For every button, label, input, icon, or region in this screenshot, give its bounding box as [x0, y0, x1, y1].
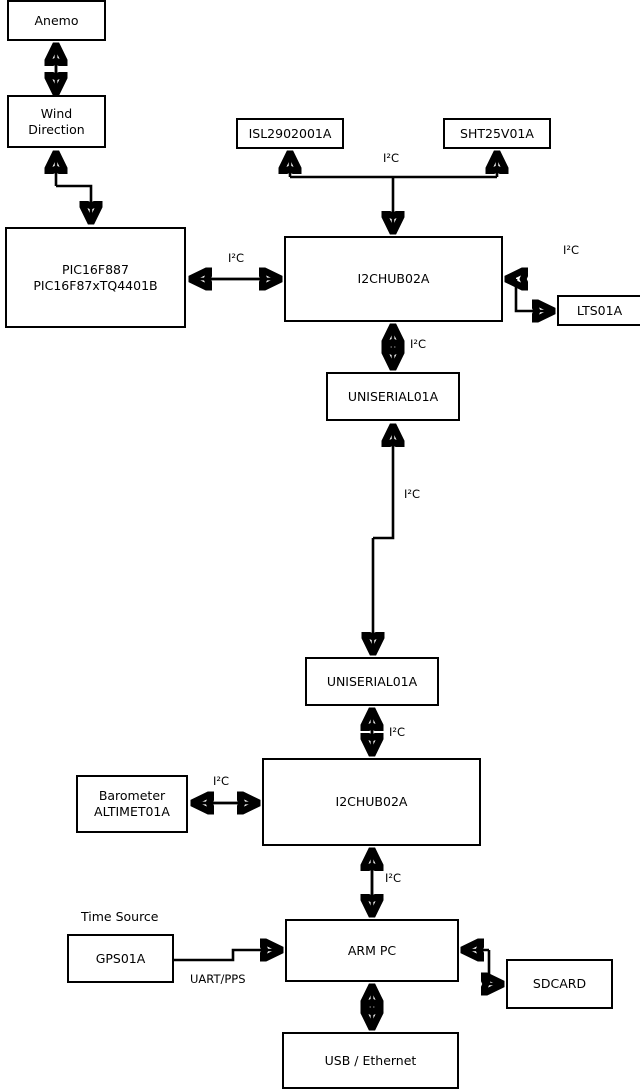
- edge-label-i2c-pic-hub: I²C: [228, 251, 245, 265]
- edge-label-i2c-uniserial-hub: I²C: [389, 725, 406, 739]
- node-pic-mcu[interactable]: PIC16F887 PIC16F87xTQ4401B: [5, 227, 186, 328]
- edge-label-uart-pps: UART/PPS: [190, 972, 246, 986]
- node-sdcard[interactable]: SDCARD: [506, 959, 613, 1009]
- edge-label-i2c-hub-uniserial: I²C: [410, 337, 427, 351]
- edge-label-i2c-hub-lts: I²C: [563, 243, 580, 257]
- node-uniserial01a-bottom[interactable]: UNISERIAL01A: [305, 657, 439, 706]
- label-time-source: Time Source: [81, 909, 159, 924]
- wire-hub-to-lts: [514, 279, 552, 311]
- node-gps01a[interactable]: GPS01A: [67, 934, 174, 983]
- node-anemo[interactable]: Anemo: [7, 0, 106, 41]
- node-wind-direction[interactable]: Wind Direction: [7, 95, 106, 148]
- edge-label-i2c-uniserial-link: I²C: [404, 487, 421, 501]
- node-barometer-altimet01a[interactable]: Barometer ALTIMET01A: [76, 775, 188, 833]
- node-i2chub02a-top[interactable]: I2CHUB02A: [284, 236, 503, 322]
- wire-wind-to-pic: [56, 184, 91, 221]
- edge-label-i2c-hub-armpc: I²C: [385, 871, 402, 885]
- node-isl2902001a[interactable]: ISL2902001A: [236, 118, 344, 149]
- wire-armpc-to-sdcard: [489, 950, 501, 984]
- edge-label-i2c-hub-sensors: I²C: [383, 151, 400, 165]
- node-lts01a[interactable]: LTS01A: [557, 295, 640, 326]
- wire-uniserial-link-up: [373, 427, 393, 540]
- node-usb-ethernet[interactable]: USB / Ethernet: [282, 1032, 459, 1089]
- edge-label-i2c-barometer-hub: I²C: [213, 774, 230, 788]
- node-uniserial01a-top[interactable]: UNISERIAL01A: [326, 372, 460, 421]
- wire-gps-to-armpc: [174, 950, 280, 960]
- node-sht25v01a[interactable]: SHT25V01A: [443, 118, 551, 149]
- node-arm-pc[interactable]: ARM PC: [285, 919, 459, 982]
- node-i2chub02a-bottom[interactable]: I2CHUB02A: [262, 758, 481, 846]
